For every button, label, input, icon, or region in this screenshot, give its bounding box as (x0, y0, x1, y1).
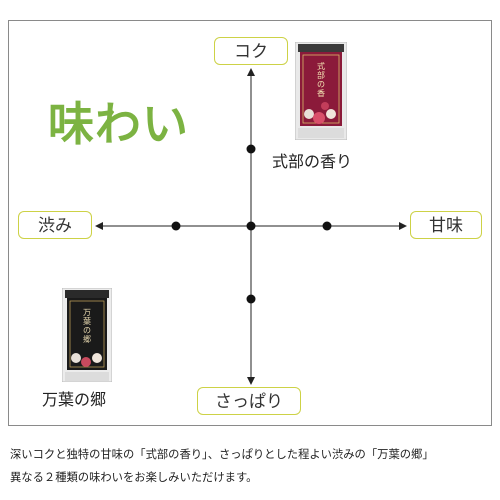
product-name-2: 万葉の郷 (42, 390, 107, 409)
axis-label-top: コク (214, 37, 288, 65)
package-label-2: 万葉の郷 (83, 308, 91, 344)
diagram-title: 味わい (48, 97, 189, 151)
tick-dot-right (322, 221, 332, 231)
caption-line-2: 異なる２種類の味わいをお楽しみいただけます。 (10, 471, 258, 484)
tick-dot-top (246, 144, 256, 154)
tick-dot-center (246, 221, 256, 231)
diagram-frame (8, 20, 492, 426)
axis-label-right: 甘味 (410, 211, 482, 239)
product-package-image-1: 式部の香 (294, 41, 348, 141)
caption-line-1: 深いコクと独特の甘味の「式部の香り」、さっぱりとした程よい渋みの「万葉の郷」 (10, 448, 434, 461)
tick-dot-bottom (246, 294, 256, 304)
product-name-1: 式部の香り (272, 152, 353, 171)
tick-dot-left (171, 221, 181, 231)
axis-label-bottom: さっぱり (197, 387, 301, 415)
product-package-image-2: 万葉の郷 (61, 287, 113, 383)
package-label-1: 式部の香 (317, 62, 325, 98)
axis-label-left: 渋み (18, 211, 92, 239)
